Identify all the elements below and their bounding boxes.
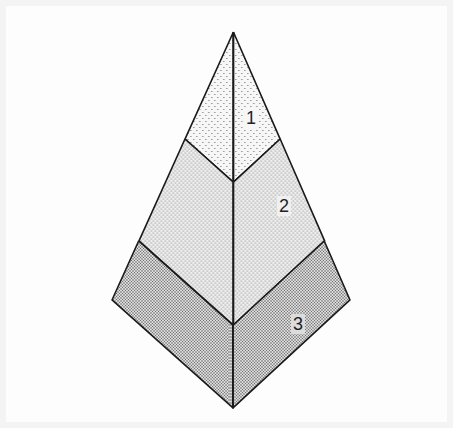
callout-number: 3 xyxy=(291,314,305,334)
pyramid-band: 3 xyxy=(112,241,350,408)
band-outline xyxy=(112,241,350,408)
band-face xyxy=(233,241,350,408)
callout-number: 2 xyxy=(277,196,291,216)
front-edge xyxy=(232,182,234,325)
callout-number: 1 xyxy=(244,108,258,128)
front-edge xyxy=(232,32,234,182)
band-face xyxy=(112,241,233,408)
front-edge xyxy=(232,325,234,408)
